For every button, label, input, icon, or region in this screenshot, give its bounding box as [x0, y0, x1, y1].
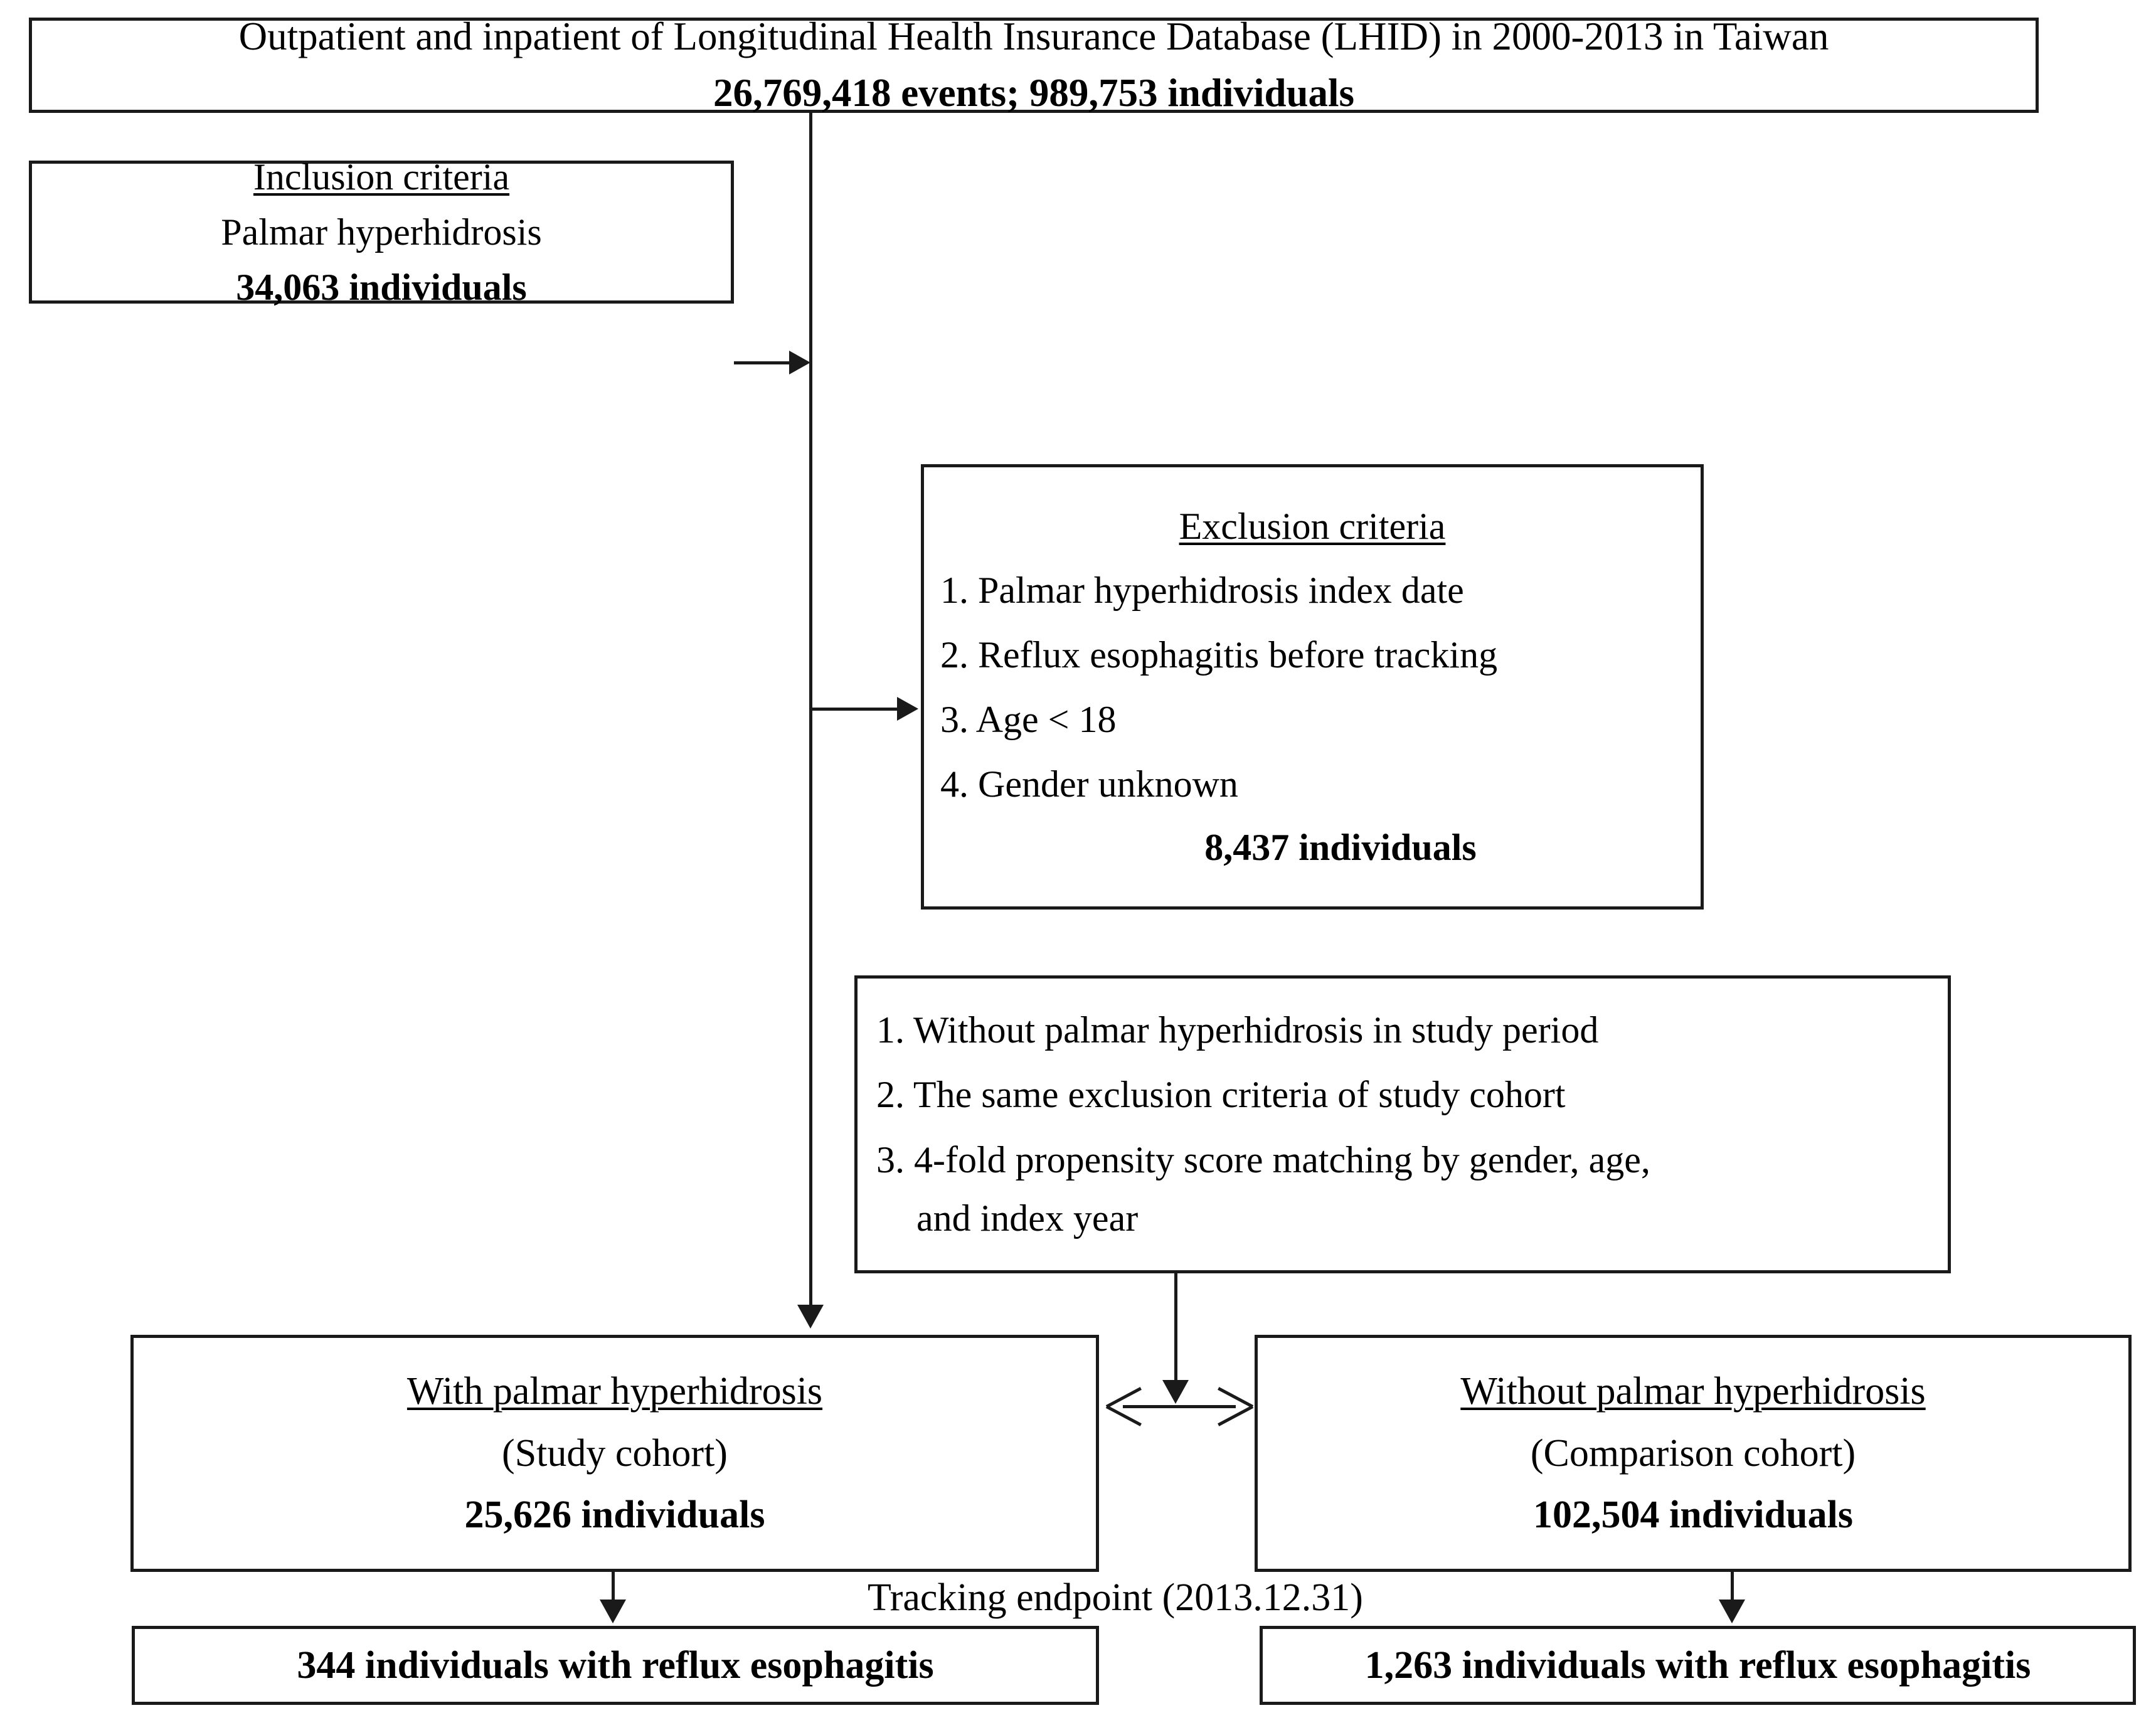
exclusion-criteria-box: Exclusion criteria 1. Palmar hyperhidros…: [921, 464, 1704, 910]
exclusion-connector-arrow: [897, 697, 918, 721]
exclusion-item-3: 3. Age < 18: [940, 699, 1117, 740]
study-cohort-box: With palmar hyperhidrosis (Study cohort)…: [130, 1335, 1099, 1572]
tracking-endpoint-label: Tracking endpoint (2013.12.31): [868, 1576, 1363, 1619]
cohort-link-line: [1123, 1405, 1236, 1408]
comparison-cohort-heading: Without palmar hyperhidrosis: [1460, 1370, 1926, 1413]
comparison-selection-box: 1. Without palmar hyperhidrosis in study…: [854, 975, 1951, 1273]
matching-connector-arrow: [1162, 1380, 1189, 1404]
study-outcome-connector-line: [612, 1572, 615, 1605]
inclusion-line-1: Palmar hyperhidrosis: [221, 211, 542, 253]
matching-item-4: and index year: [916, 1197, 1139, 1239]
exclusion-item-2: 2. Reflux esophagitis before tracking: [940, 634, 1498, 676]
comparison-outcome-connector-arrow: [1719, 1600, 1745, 1623]
comparison-cohort-count: 102,504 individuals: [1533, 1494, 1853, 1537]
exclusion-count: 8,437 individuals: [1204, 827, 1477, 869]
exclusion-heading: Exclusion criteria: [1179, 505, 1446, 547]
exclusion-item-1: 1. Palmar hyperhidrosis index date: [940, 569, 1464, 611]
inclusion-criteria-box: Inclusion criteria Palmar hyperhidrosis …: [29, 156, 734, 308]
source-line-1: Outpatient and inpatient of Longitudinal…: [238, 14, 1829, 59]
study-cohort-subtitle: (Study cohort): [502, 1431, 728, 1475]
study-outcome-connector-arrow: [600, 1600, 626, 1623]
study-outcome-box: 344 individuals with reflux esophagitis: [132, 1626, 1099, 1705]
cohort-link-arrow-right: [1214, 1387, 1254, 1426]
comparison-outcome-box: 1,263 individuals with reflux esophagiti…: [1260, 1626, 2136, 1705]
matching-connector-line: [1174, 1273, 1177, 1389]
comparison-outcome-text: 1,263 individuals with reflux esophagiti…: [1364, 1643, 2031, 1687]
matching-item-1: 1. Without palmar hyperhidrosis in study…: [876, 1009, 1599, 1051]
exclusion-item-4: 4. Gender unknown: [940, 763, 1238, 805]
study-cohort-heading: With palmar hyperhidrosis: [406, 1370, 823, 1413]
comparison-cohort-subtitle: (Comparison cohort): [1530, 1431, 1856, 1475]
inclusion-heading: Inclusion criteria: [253, 156, 510, 198]
study-outcome-text: 344 individuals with reflux esophagitis: [297, 1643, 934, 1687]
source-line-2: 26,769,418 events; 989,753 individuals: [713, 71, 1355, 115]
comparison-outcome-connector-line: [1731, 1572, 1734, 1605]
comparison-cohort-box: Without palmar hyperhidrosis (Comparison…: [1255, 1335, 2132, 1572]
exclusion-connector-line: [810, 708, 898, 711]
trunk-arrow-head: [797, 1305, 824, 1329]
inclusion-connector-arrow: [789, 351, 810, 374]
cohort-link-arrow-left: [1105, 1387, 1142, 1426]
source-database-box: Outpatient and inpatient of Longitudinal…: [29, 14, 2039, 115]
matching-item-3: 3. 4-fold propensity score matching by g…: [876, 1138, 1650, 1181]
inclusion-connector-line: [734, 361, 790, 364]
study-cohort-count: 25,626 individuals: [464, 1494, 765, 1537]
matching-item-2: 2. The same exclusion criteria of study …: [876, 1074, 1566, 1116]
inclusion-count: 34,063 individuals: [236, 267, 527, 308]
